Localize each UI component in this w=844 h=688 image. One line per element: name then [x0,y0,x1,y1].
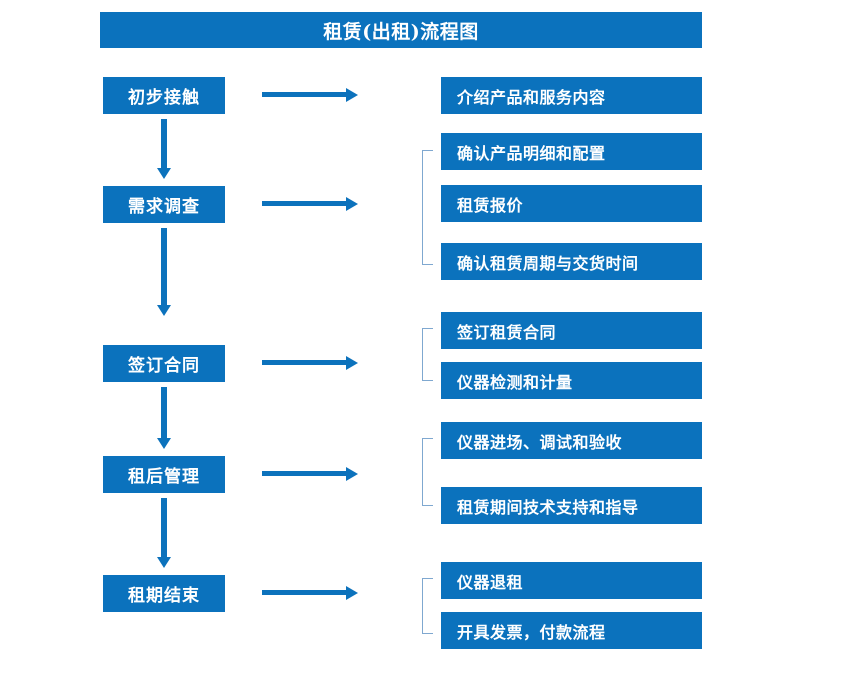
group-bracket-5 [422,578,433,634]
detail-box-4-2[interactable]: 租赁期间技术支持和指导 [441,487,702,524]
group-bracket-3 [422,328,433,381]
arrow-head [346,88,358,102]
stage-box-1[interactable]: 初步接触 [103,77,225,114]
stage-box-2[interactable]: 需求调查 [103,186,225,223]
arrow-head [157,305,171,316]
detail-box-2-1[interactable]: 确认产品明细和配置 [441,133,702,170]
flow-arrow-down-1 [157,119,171,179]
arrow-shaft [161,498,167,557]
stage-box-4[interactable]: 租后管理 [103,456,225,493]
arrow-shaft [161,119,167,168]
arrow-head [157,438,171,449]
stage-box-3[interactable]: 签订合同 [103,345,225,382]
detail-box-4-1[interactable]: 仪器进场、调试和验收 [441,422,702,459]
arrow-head [157,557,171,568]
arrow-shaft [262,360,348,365]
arrow-head [157,168,171,179]
arrow-shaft [262,590,348,595]
flow-arrow-down-2 [157,228,171,316]
arrow-shaft [161,387,167,438]
flow-arrow-right-4 [262,467,358,481]
arrow-shaft [161,228,167,305]
detail-box-2-3[interactable]: 确认租赁周期与交货时间 [441,243,702,280]
stage-box-5[interactable]: 租期结束 [103,575,225,612]
arrow-shaft [262,201,348,206]
flow-arrow-right-1 [262,88,358,102]
arrow-shaft [262,92,348,97]
flow-arrow-right-5 [262,586,358,600]
group-bracket-2 [422,150,433,265]
detail-box-2-2[interactable]: 租赁报价 [441,185,702,222]
arrow-shaft [262,471,348,476]
detail-box-3-1[interactable]: 签订租赁合同 [441,312,702,349]
arrow-head [346,467,358,481]
flow-arrow-right-2 [262,197,358,211]
detail-box-3-2[interactable]: 仪器检测和计量 [441,362,702,399]
group-bracket-4 [422,438,433,506]
arrow-head [346,197,358,211]
detail-box-1-1[interactable]: 介绍产品和服务内容 [441,77,702,114]
flow-arrow-right-3 [262,356,358,370]
detail-box-5-2[interactable]: 开具发票，付款流程 [441,612,702,649]
flow-arrow-down-3 [157,387,171,449]
page-title: 租赁(出租)流程图 [100,12,702,48]
detail-box-5-1[interactable]: 仪器退租 [441,562,702,599]
arrow-head [346,356,358,370]
flow-arrow-down-4 [157,498,171,568]
arrow-head [346,586,358,600]
